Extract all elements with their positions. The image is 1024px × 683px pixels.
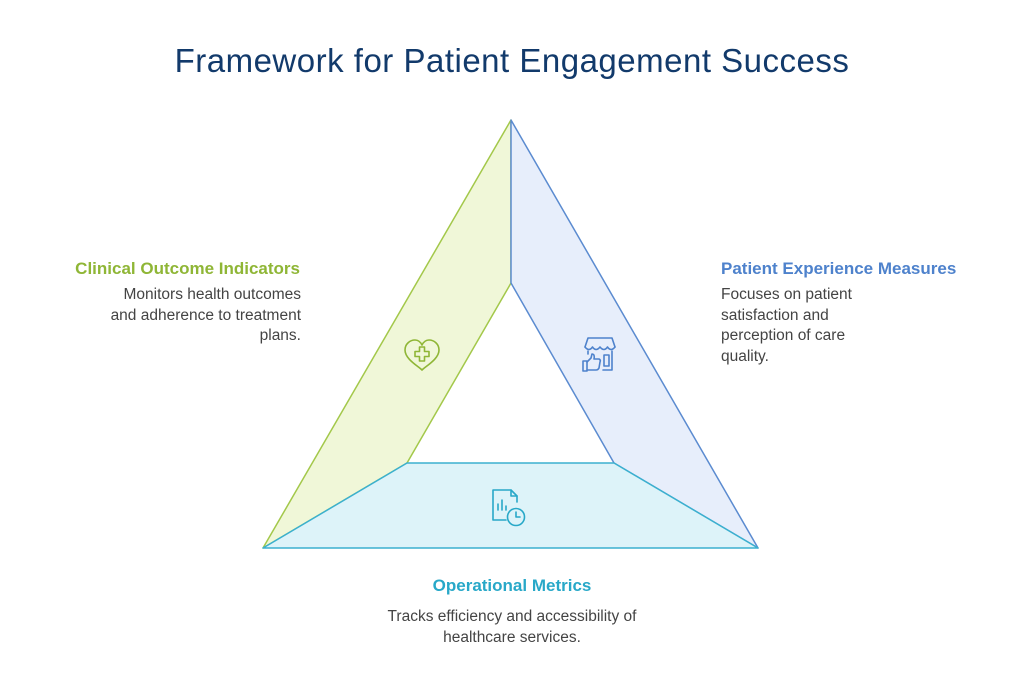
operational-heading: Operational Metrics [432, 576, 592, 595]
experience-heading: Patient Experience Measures [721, 259, 957, 278]
operational-description: Tracks efficiency and accessibility of h… [387, 608, 637, 646]
operational-segment [262, 462, 759, 549]
clinical-description: Monitors health outcomes and adherence t… [110, 286, 301, 344]
experience-description: Focuses on patient satisfaction and perc… [721, 286, 852, 365]
page-title: Framework for Patient Engagement Success [174, 42, 850, 79]
clinical-heading: Clinical Outcome Indicators [75, 259, 300, 278]
heart-plus-icon [404, 339, 440, 371]
report-clock-icon [492, 489, 526, 527]
storefront-thumbs-up-icon [582, 337, 616, 372]
